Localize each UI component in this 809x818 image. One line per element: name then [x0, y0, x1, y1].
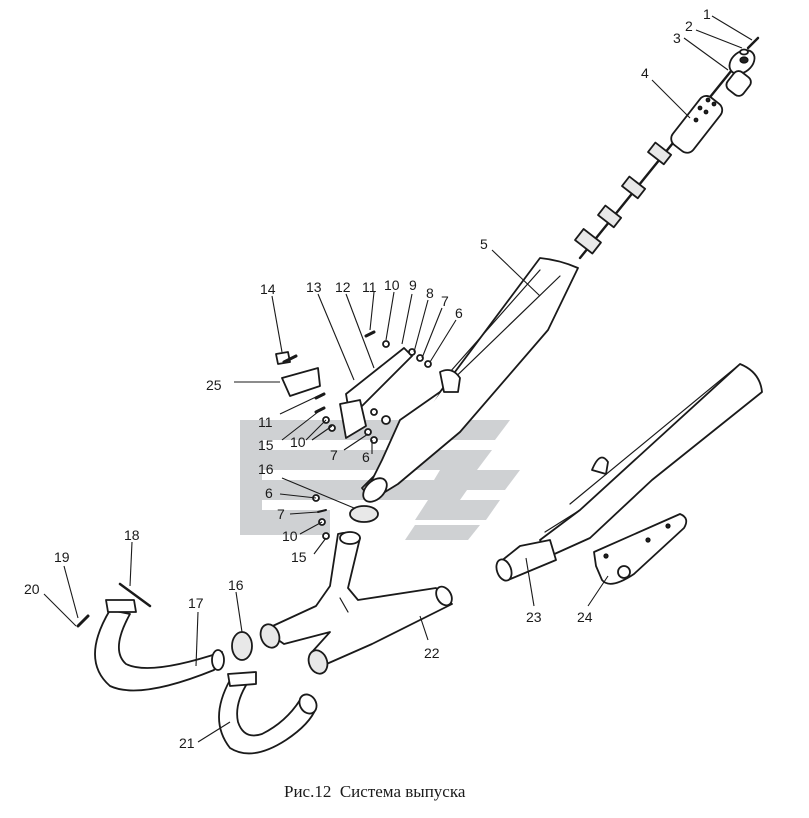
- callout-9: 9: [409, 277, 417, 293]
- callout-12: 12: [335, 279, 351, 295]
- callout-21: 21: [179, 735, 195, 751]
- callout-8: 8: [426, 285, 434, 301]
- callout-6: 6: [455, 305, 463, 321]
- callout-7c: 7: [277, 506, 285, 522]
- watermark-logo: [240, 420, 520, 540]
- callout-3: 3: [673, 30, 681, 46]
- callout-10c: 10: [282, 528, 298, 544]
- callout-6b: 6: [362, 449, 370, 465]
- part-5-muffler: [361, 257, 579, 503]
- callout-22: 22: [424, 645, 440, 661]
- part-23-muffler: [495, 363, 763, 582]
- bracket-assembly: [275, 330, 432, 540]
- figure-caption: Рис.12 Система выпуска: [284, 782, 466, 801]
- callout-6c: 6: [265, 485, 273, 501]
- callout-17: 17: [188, 595, 204, 611]
- callout-11b: 11: [258, 414, 273, 430]
- part-3-end-cap: [725, 49, 756, 97]
- callout-16: 16: [258, 461, 274, 477]
- callout-2: 2: [685, 18, 693, 34]
- callout-13: 13: [306, 279, 322, 295]
- callout-4: 4: [641, 65, 649, 81]
- callout-10b: 10: [290, 434, 306, 450]
- callout-7: 7: [441, 293, 449, 309]
- part-1-2-screw: [739, 36, 760, 56]
- callout-24: 24: [577, 609, 593, 625]
- callout-16b: 16: [228, 577, 244, 593]
- callout-20: 20: [24, 581, 40, 597]
- callout-5: 5: [480, 236, 488, 252]
- callout-labels: 1 2 3 4 5 6 7 8 9 10 11 12 13 14 25 11 1…: [24, 6, 711, 751]
- callout-14: 14: [260, 281, 276, 297]
- part-18-gasket: [118, 582, 152, 608]
- callout-15b: 15: [291, 549, 307, 565]
- callout-7b: 7: [330, 447, 338, 463]
- callout-18: 18: [124, 527, 140, 543]
- callout-11: 11: [362, 279, 377, 295]
- part-17-front-pipe: [94, 599, 225, 692]
- part-24-bracket: [593, 513, 688, 585]
- callout-15: 15: [258, 437, 274, 453]
- part-21-front-pipe: [218, 671, 318, 755]
- callout-1: 1: [703, 6, 711, 22]
- callout-19: 19: [54, 549, 70, 565]
- callout-10: 10: [384, 277, 400, 293]
- part-4-inner-rod: [574, 58, 742, 260]
- part-19-20-stud: [76, 614, 90, 628]
- callout-25: 25: [206, 377, 222, 393]
- leader-lines: [43, 15, 753, 743]
- part-22-y-pipe: [259, 531, 453, 675]
- callout-23: 23: [526, 609, 542, 625]
